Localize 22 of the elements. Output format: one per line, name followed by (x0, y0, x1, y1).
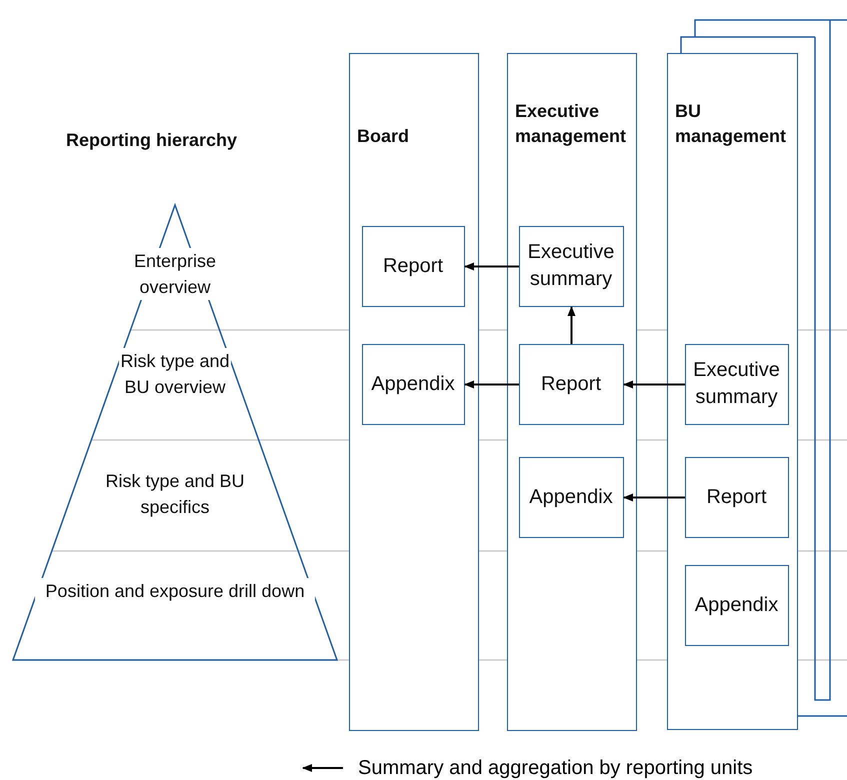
arrow (464, 262, 519, 270)
document-box: Report (518, 344, 624, 424)
arrow (623, 494, 685, 502)
arrow (464, 380, 519, 388)
arrow (568, 306, 576, 344)
level-label: Position and exposure drill down (35, 578, 315, 604)
document-box: Appendix (362, 344, 464, 424)
document-box: Report (362, 226, 464, 306)
column-panel (667, 53, 798, 730)
document-box: Appendix (518, 456, 624, 538)
column-heading: Board (357, 125, 410, 148)
arrow (623, 380, 685, 388)
document-box: Executive summary (684, 344, 788, 424)
document-box: Report (684, 456, 788, 538)
column-heading: Executive management (515, 100, 628, 148)
document-box: Executive summary (518, 226, 624, 306)
column-panel (507, 53, 637, 731)
pyramid-heading: Reporting hierarchy (66, 129, 238, 152)
document-box: Appendix (684, 564, 788, 646)
column-panel (349, 53, 479, 731)
column-heading: BU management (675, 100, 788, 148)
legend-text: Summary and aggregation by reporting units (358, 756, 753, 780)
